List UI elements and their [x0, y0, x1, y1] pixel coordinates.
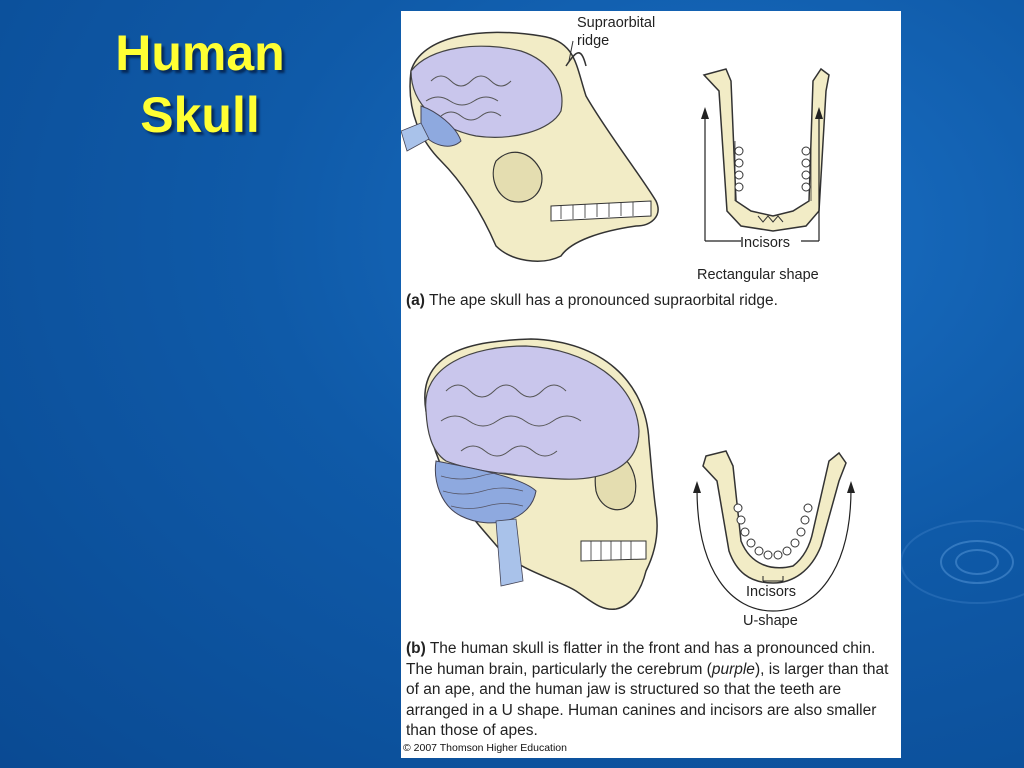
ape-jaw: [702, 67, 830, 232]
copyright-notice: © 2007 Thomson Higher Education: [403, 742, 567, 754]
caption-b-text-2: ), is larger than that of an ape, and th…: [406, 660, 889, 740]
caption-a-tag: (a): [406, 292, 425, 309]
ape-skull: [401, 31, 659, 262]
label-supraorbital-line1: Supraorbital: [577, 15, 655, 31]
caption-a: (a) The ape skull has a pronounced supra…: [406, 291, 896, 312]
human-jaw: [702, 450, 847, 584]
label-incisors-b: Incisors: [746, 584, 796, 600]
label-incisors-a: Incisors: [740, 235, 790, 251]
label-supraorbital-line2: ridge: [577, 33, 609, 49]
human-cerebellum: [434, 460, 537, 524]
label-u-shape: U-shape: [743, 613, 798, 629]
skull-illustration: Supraorbital ridge Incisors Rectangular …: [401, 15, 855, 629]
skull-figure: Supraorbital ridge Incisors Rectangular …: [401, 11, 901, 758]
ripple-decoration: [900, 520, 1024, 604]
caption-b-emphasis: purple: [711, 660, 755, 678]
page-title: Human Skull: [60, 22, 340, 146]
human-skull: [424, 338, 658, 610]
human-cerebrum: [425, 345, 640, 480]
label-rectangular-shape: Rectangular shape: [697, 267, 819, 283]
caption-b: (b) The human skull is flatter in the fr…: [406, 639, 898, 742]
caption-b-text-1: The human skull is flatter in the front …: [406, 640, 876, 678]
title-line-1: Human: [115, 25, 285, 81]
caption-a-text: The ape skull has a pronounced supraorbi…: [424, 292, 778, 309]
title-line-2: Skull: [140, 87, 260, 143]
caption-b-tag: (b): [406, 640, 426, 657]
